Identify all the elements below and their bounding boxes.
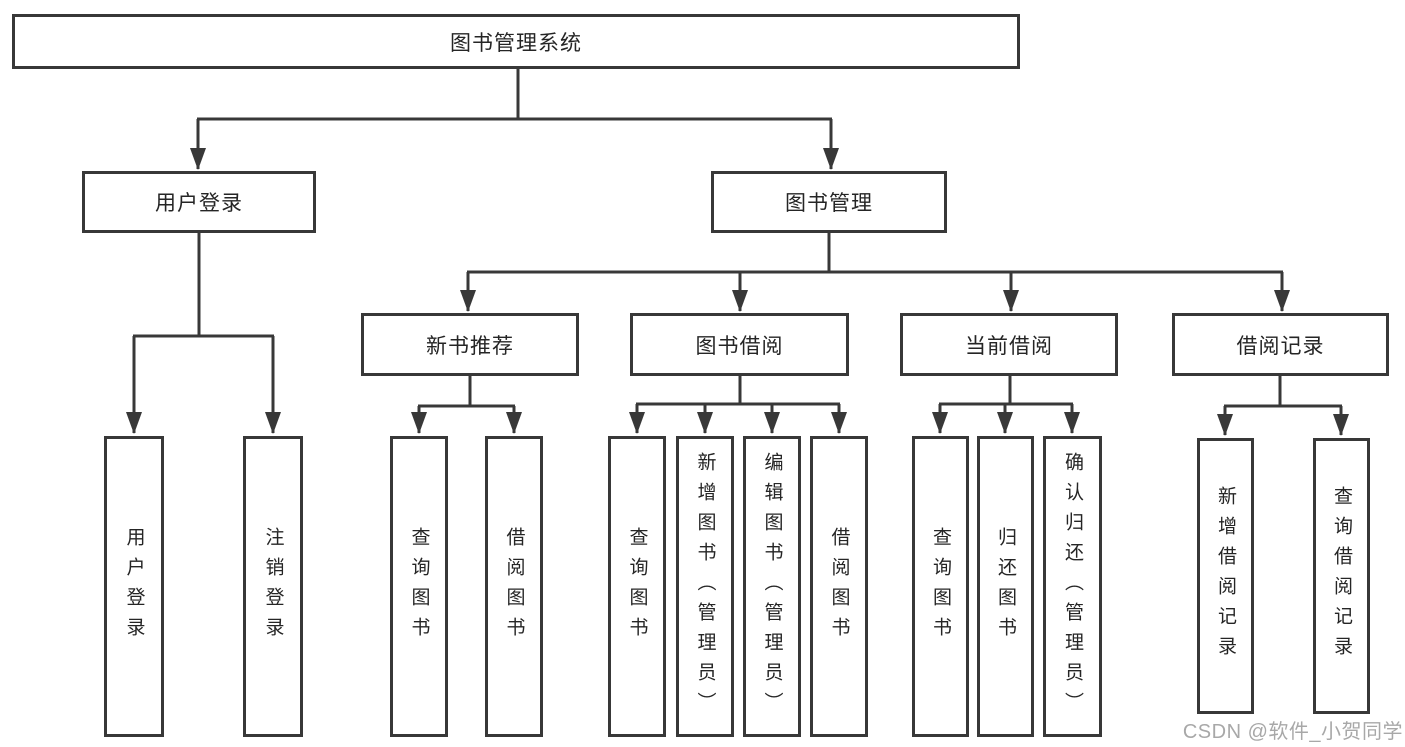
node-leaf-nb-query-book-label: 查询图书 (408, 526, 430, 647)
node-leaf-cb-query-book: 查询图书 (912, 436, 969, 737)
node-leaf-cb-confirm-return-label: 确认归还（管理员） (1062, 451, 1083, 722)
node-root: 图书管理系统 (12, 14, 1020, 69)
csdn-watermark: CSDN @软件_小贺同学 (1182, 721, 1403, 743)
node-leaf-cb-confirm-return: 确认归还（管理员） (1043, 436, 1102, 737)
node-leaf-bb-edit-book: 编辑图书（管理员） (743, 436, 801, 737)
node-book-mgmt-group-label: 图书管理 (785, 192, 873, 215)
node-leaf-bb-query-book-label: 查询图书 (626, 526, 648, 647)
node-leaf-nb-query-book: 查询图书 (390, 436, 448, 737)
node-leaf-logout-label: 注销登录 (262, 526, 284, 647)
node-user-login-group-label: 用户登录 (155, 192, 243, 215)
node-new-book-rec-label: 新书推荐 (426, 334, 514, 358)
node-leaf-nb-borrow-book-label: 借阅图书 (503, 526, 525, 647)
node-leaf-br-add-record-label: 新增借阅记录 (1215, 486, 1236, 666)
node-new-book-rec: 新书推荐 (361, 313, 579, 376)
node-book-mgmt-group: 图书管理 (711, 171, 947, 233)
node-current-borrow: 当前借阅 (900, 313, 1118, 376)
node-leaf-bb-borrow-book: 借阅图书 (810, 436, 868, 737)
node-leaf-user-login: 用户登录 (104, 436, 164, 737)
node-leaf-bb-add-book: 新增图书（管理员） (676, 436, 734, 737)
node-leaf-br-add-record: 新增借阅记录 (1197, 438, 1254, 714)
node-leaf-cb-query-book-label: 查询图书 (930, 526, 951, 647)
node-leaf-cb-return-book: 归还图书 (977, 436, 1034, 737)
node-leaf-br-query-record-label: 查询借阅记录 (1331, 486, 1352, 666)
node-leaf-br-query-record: 查询借阅记录 (1313, 438, 1370, 714)
node-leaf-bb-borrow-book-label: 借阅图书 (828, 526, 850, 647)
node-book-borrow: 图书借阅 (630, 313, 849, 376)
node-book-borrow-label: 图书借阅 (695, 334, 784, 358)
node-borrow-records: 借阅记录 (1172, 313, 1389, 376)
node-current-borrow-label: 当前借阅 (965, 334, 1053, 358)
node-leaf-bb-query-book: 查询图书 (608, 436, 666, 737)
node-borrow-records-label: 借阅记录 (1236, 334, 1325, 358)
node-leaf-logout: 注销登录 (243, 436, 303, 737)
node-root-label: 图书管理系统 (450, 31, 582, 55)
node-leaf-user-login-label: 用户登录 (123, 526, 145, 647)
node-leaf-nb-borrow-book: 借阅图书 (485, 436, 543, 737)
node-user-login-group: 用户登录 (82, 171, 316, 233)
node-leaf-bb-edit-book-label: 编辑图书（管理员） (761, 451, 783, 722)
node-leaf-cb-return-book-label: 归还图书 (995, 526, 1016, 647)
node-leaf-bb-add-book-label: 新增图书（管理员） (694, 451, 716, 722)
